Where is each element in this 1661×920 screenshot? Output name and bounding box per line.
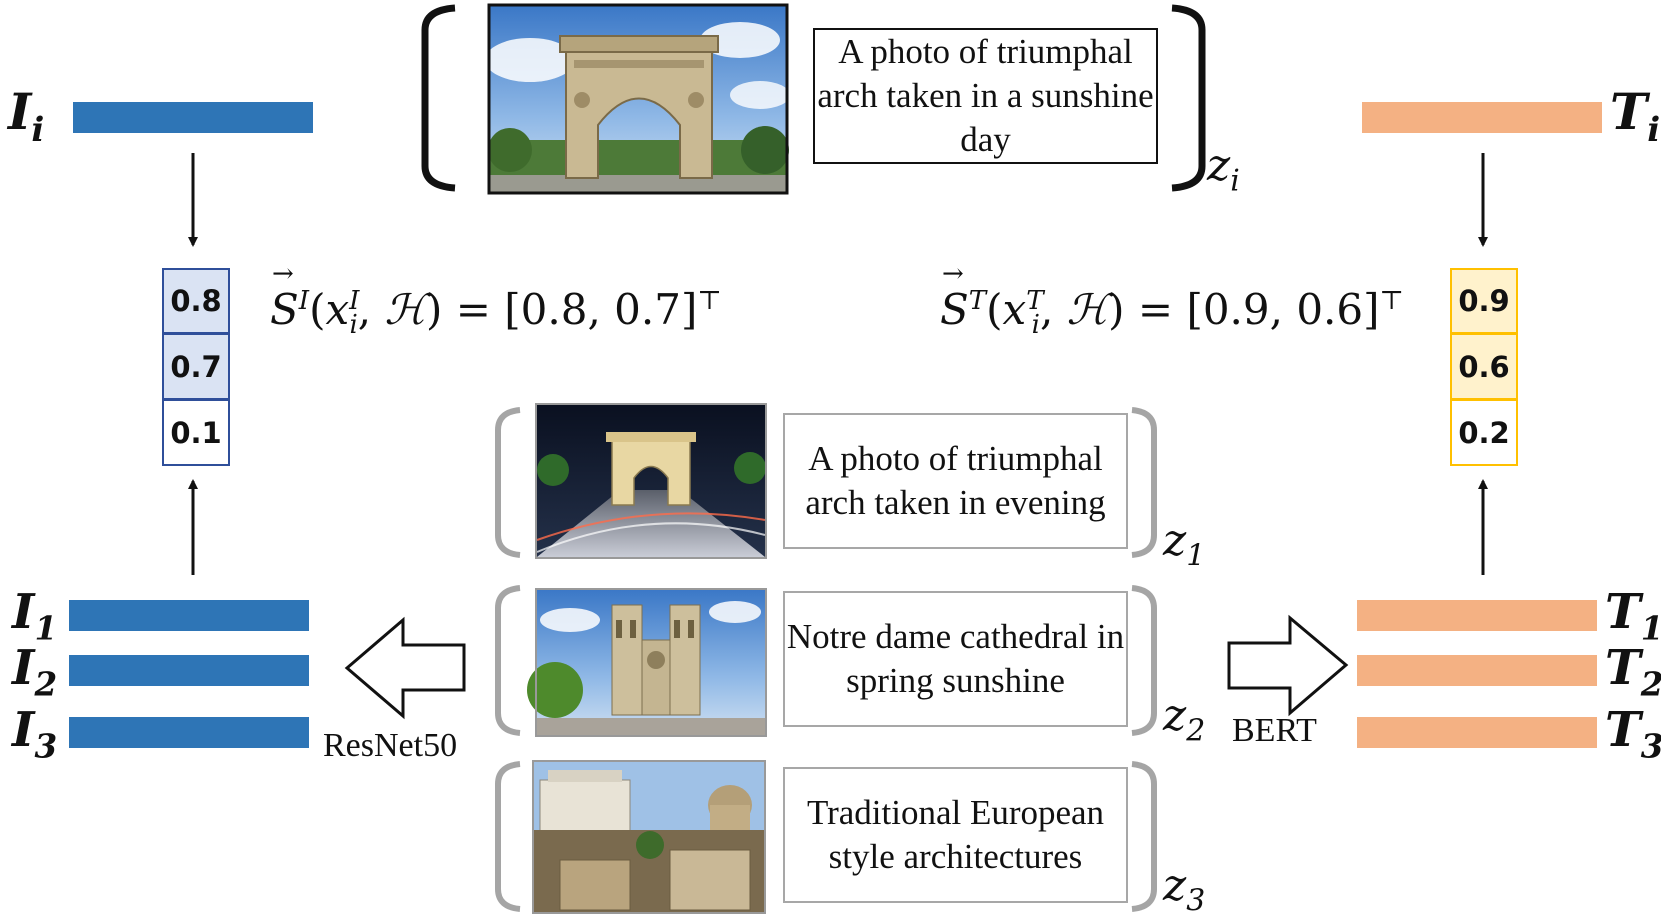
text-score-equation: ST(xTi, ℋ) = [0.9, 0.6]⊤ [940,259,1404,340]
bert-label: BERT [1232,712,1317,749]
text-bank-label-3: T3 [1605,702,1661,765]
bank-z-label-1: z1 [1163,515,1206,574]
query-z-label: zi [1207,140,1240,199]
text-score-cell-2: 0.6 [1450,334,1518,400]
bank-z-label-3: z3 [1163,860,1206,919]
image-score-cell-3: 0.1 [162,400,230,466]
bank-caption-2: Notre dame cathedral in spring sunshine [783,591,1128,727]
resnet50-label: ResNet50 [323,727,458,764]
image-score-equation: SI(xIi, ℋ) = [0.8, 0.7]⊤ [270,259,722,340]
bank-z-label-2: z2 [1163,690,1206,749]
image-bank-label-1: I1 [12,584,58,648]
text-query-feature-bar [1362,102,1602,133]
query-right-bracket [1171,4,1206,192]
query-photo [485,3,790,195]
bank-caption-1: A photo of triumphal arch taken in eveni… [783,413,1128,549]
text-score-cell-3: 0.2 [1450,400,1518,466]
text-score-cell-1: 0.9 [1450,268,1518,334]
bank-photo-3 [532,760,766,914]
image-bank-feature-bar-2 [69,655,309,686]
image-score-cell-2: 0.7 [162,334,230,400]
image-query-label: Ii [8,82,45,150]
image-bank-feature-bar-3 [69,717,309,748]
bank-photo-1 [535,403,767,559]
text-bank-feature-bar-3 [1357,717,1597,748]
text-bank-feature-bar-2 [1357,655,1597,686]
query-caption: A photo of triumphal arch taken in a sun… [813,28,1158,164]
text-bank-label-1: T1 [1605,584,1661,647]
text-bank-label-2: T2 [1605,640,1661,703]
image-score-cell-1: 0.8 [162,268,230,334]
query-left-bracket [421,4,456,192]
text-query-label: Ti [1610,82,1661,150]
text-bank-feature-bar-1 [1357,600,1597,631]
bank-photo-2 [527,588,767,737]
bank-caption-3: Traditional European style architectures [783,767,1128,903]
image-bank-label-3: I3 [12,702,58,766]
bert-block-arrow [1227,614,1349,717]
resnet50-block-arrow [344,616,466,720]
image-query-feature-bar [73,102,313,133]
image-bank-label-2: I2 [12,640,58,704]
image-bank-feature-bar-1 [69,600,309,631]
bank-brackets [495,407,1157,912]
